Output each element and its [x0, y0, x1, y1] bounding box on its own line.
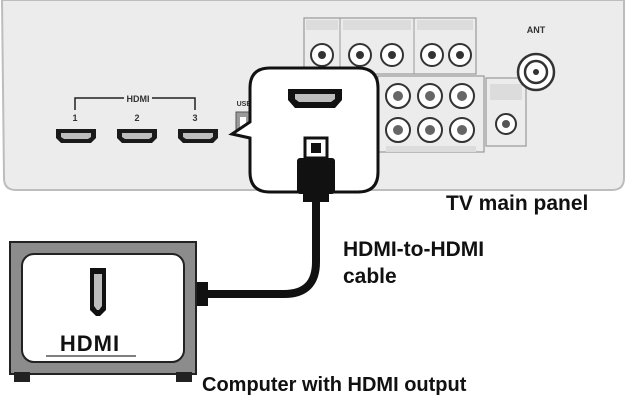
hdmi-cable-label-line1: HDMI-to-HDMI — [343, 238, 485, 261]
emitter-port — [485, 77, 527, 147]
rca-jack — [385, 83, 411, 109]
rca-jack — [385, 117, 411, 143]
computer-hdmi-port — [90, 268, 106, 316]
cable-wire — [208, 196, 320, 298]
cable-connector-top — [297, 136, 335, 202]
rca-jack — [417, 117, 443, 143]
computer-box: HDMI — [9, 241, 197, 382]
usb-label: USB — [237, 101, 252, 108]
rca-jack — [449, 83, 475, 109]
rca-jack — [348, 43, 372, 67]
hdmi-port-group: HDMI 1 2 3 — [56, 93, 218, 143]
rca-jack — [310, 43, 334, 67]
antenna-port: ANT — [516, 25, 556, 92]
hdmi-cable-label-line2: cable — [343, 265, 397, 288]
tv-main-panel-label: TV main panel — [446, 192, 589, 215]
rca-jack — [380, 43, 404, 67]
hdmi-group-label-bg — [124, 93, 152, 103]
hdmi-port-3 — [178, 129, 218, 143]
hdmi-cable-label: HDMI-to-HDMI cable — [343, 236, 484, 290]
hdmi-logo: HDMI — [46, 331, 136, 357]
hdmi-port-1 — [56, 129, 96, 143]
rca-jack — [417, 83, 443, 109]
hdmi-logo-text: HDMI — [60, 331, 120, 356]
zoomed-hdmi-port — [288, 89, 342, 108]
rca-jack — [449, 117, 475, 143]
hdmi-port-number-2: 2 — [134, 113, 139, 123]
computer-label: Computer with HDMI output — [202, 374, 467, 396]
rca-jack — [420, 43, 444, 67]
hdmi-port-number-3: 3 — [192, 113, 197, 123]
antenna-label: ANT — [527, 25, 546, 35]
audio-output-jacks — [303, 17, 477, 75]
hdmi-port-number-1: 1 — [72, 113, 77, 123]
hdmi-group-label: HDMI — [127, 94, 150, 104]
hdmi-port-2 — [117, 129, 157, 143]
zoom-bubble — [228, 66, 380, 194]
rca-jack — [448, 43, 472, 67]
